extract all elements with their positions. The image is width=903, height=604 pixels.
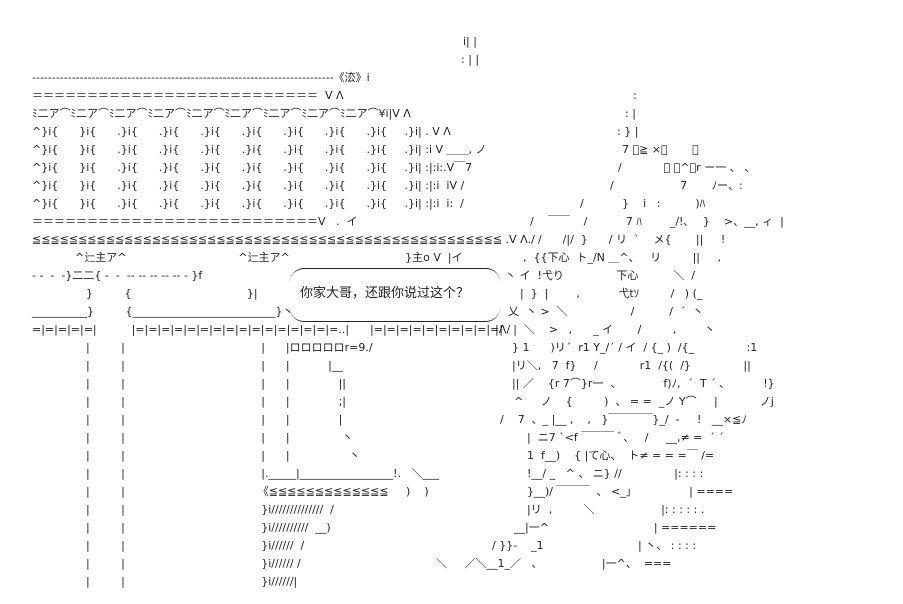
ascii-art-line: | | }i//////| (86, 575, 298, 588)
ascii-art-line: / } i : )ﾊ (580, 197, 706, 210)
ascii-art-line: : } | (617, 125, 639, 138)
ascii-art-line: ﾐ二ア⌒ﾐ二ア⌒ﾐ二ア⌒ﾐ二ア⌒ﾐ二ア⌒ﾐ二ア⌒ﾐ二ア⌒ﾐ二ア⌒ﾐ二ア⌒¥i|V… (32, 107, 411, 120)
ascii-art-line: } { }| (86, 287, 258, 300)
ascii-art-line: |Λ | ＼ > , _ イ / , 丶 (495, 323, 716, 336)
ascii-art-line: ^}i{ }i{ .}i{ .}i{ .}i{ .}i{ .}i{ .}i{ .… (32, 179, 465, 192)
ascii-art-line: | | | | |__ (86, 359, 343, 372)
ascii-art-line: : | | (461, 53, 480, 66)
ascii-art-line: ^}i{ }i{ .}i{ .}i{ .}i{ .}i{ .}i{ .}i{ .… (32, 125, 451, 138)
ascii-art-line: ＝＝＝＝＝＝＝＝＝＝＝＝＝＝＝＝＝＝＝＝＝＝＝＝＝＝ V Λ (32, 89, 344, 102)
ascii-art-line: 1 f__) { |て心、 ト≠ = = =￣ /= (527, 449, 715, 462)
ascii-art-line: __|一^ | ====== (514, 521, 717, 534)
ascii-art-line: |リ , ＼ |: : : : : . (527, 503, 705, 516)
ascii-art-line: / ￣￣ / 7 ﾊ _/!､ } >、__, ィ | (530, 215, 784, 228)
ascii-art-line: / ﾞ ﾞ^、r ー一 、 、 (618, 161, 756, 174)
ascii-art-line: ----------------------------------------… (32, 71, 370, 84)
ascii-art-line: ＝＝＝＝＝＝＝＝＝＝＝＝＝＝＝＝＝＝＝＝＝＝＝＝＝＝V . イ (32, 215, 358, 228)
ascii-art-line: } 1 )リ´ r1 Y_/´ / イ / {_ ) /{_ :1 (512, 341, 758, 354)
speech-bubble (290, 268, 500, 322)
ascii-art-line: ^}i{ }i{ .}i{ .}i{ .}i{ .}i{ .}i{ .}i{ .… (32, 161, 473, 174)
ascii-art-line: / }}- _1 | 丶、 : : : : (492, 539, 697, 552)
ascii-art-line: | | | | 丶 (86, 431, 354, 444)
ascii-art-line: |リ＼, 7 f} / r1 /{( /} || (512, 359, 751, 372)
ascii-art-line: }__)/ ￣￣￣ 、 <_」 | ==== (527, 485, 734, 498)
ascii-art-line: =|=|=|=|=| |=|=|=|=|=|=|=|=|=|=|=|=|=|=|… (32, 323, 511, 336)
ascii-art-line: ^辷主ア^ ^辷主ア^ }主o V |イ (75, 251, 463, 264)
speech-bubble-text: 你家大哥，还跟你说过这个？ (300, 286, 470, 301)
ascii-art-line: : (633, 89, 637, 102)
ascii-art-line: | | | | || (86, 377, 347, 390)
ascii-art-line: ＼ ／＼__1_／ 、 |一^、 === (436, 557, 672, 570)
ascii-art-line: | | 《≦≦≦≦≦≦≦≦≦≦≦≦≦ ) ) (86, 485, 429, 498)
ascii-art-line: | | }i////////////// / (86, 503, 334, 516)
ascii-art-line: | | | | 丶 (86, 449, 361, 462)
ascii-art-line: 7 ﾞ≧ ×、 ＼ (622, 143, 699, 156)
ascii-art-line: i| | (463, 35, 477, 48)
ascii-art-line: , {{下心 ト_/N ＿^、 リ || , (523, 251, 721, 264)
ascii-art-line: | | }i////// / (86, 539, 305, 552)
ascii-art-line: : | (625, 107, 636, 120)
ascii-art-line: || ／ {r 7⌒}r一 、 f)ﾉ, ´ T ´ ､ !} (512, 377, 775, 390)
ascii-art-line: / 7 、_ |__ , , }￣￣￣￣}_/ - ! __×≦ﾉ (500, 413, 747, 426)
ascii-art-line: / 7 ﾉー、: (610, 179, 743, 192)
ascii-art-line: | | | | | (86, 413, 343, 426)
ascii-art-line: | ニ7 `<f ￣￣￣ ﾞ、 / __,≠ = ´ ´ (527, 431, 724, 444)
ascii-art-line: | | | | ;| (86, 395, 347, 408)
ascii-art-line: | | | |ロロロロロr=9./ (86, 341, 373, 354)
ascii-art-line: 丶 イ !弋り 下心 ＼ / (505, 269, 696, 282)
ascii-art-line: | | }i////// / (86, 557, 301, 570)
ascii-art-line: __________} {__________________________}… (32, 305, 294, 318)
ascii-art-line: ^}i{ }i{ .}i{ .}i{ .}i{ .}i{ .}i{ .}i{ .… (32, 197, 464, 210)
ascii-art-line: ^ ノ { ) 、 = = _ノ Y⌒ | ノj (514, 395, 774, 408)
ascii-art-line: | | }i////////// __) (86, 521, 331, 534)
ascii-art-line: 乂 丶 > ＼ / / ´ 丶 (508, 305, 704, 318)
ascii-art-line: - - - -}二二{ - - -- -- -- -- -- - }f (32, 269, 203, 282)
ascii-art-line: | } | , 弋tｿ / ) (_ (520, 287, 703, 300)
ascii-art-line: ≦≦≦≦≦≦≦≦≦≦≦≦≦≦≦≦≦≦≦≦≦≦≦≦≦≦≦≦≦≦≦≦≦≦≦≦≦≦≦≦… (32, 233, 535, 246)
ascii-art-line: | | |._____|_________________!. ＼___ (86, 467, 440, 480)
ascii-art-line: / /|/ } / リ ` メ{ || ! (538, 233, 726, 246)
ascii-art-line: ^}i{ }i{ .}i{ .}i{ .}i{ .}i{ .}i{ .}i{ .… (32, 143, 487, 156)
ascii-art-line: !__/ _ ^ 、 ニ} // |: : : : (527, 467, 704, 480)
